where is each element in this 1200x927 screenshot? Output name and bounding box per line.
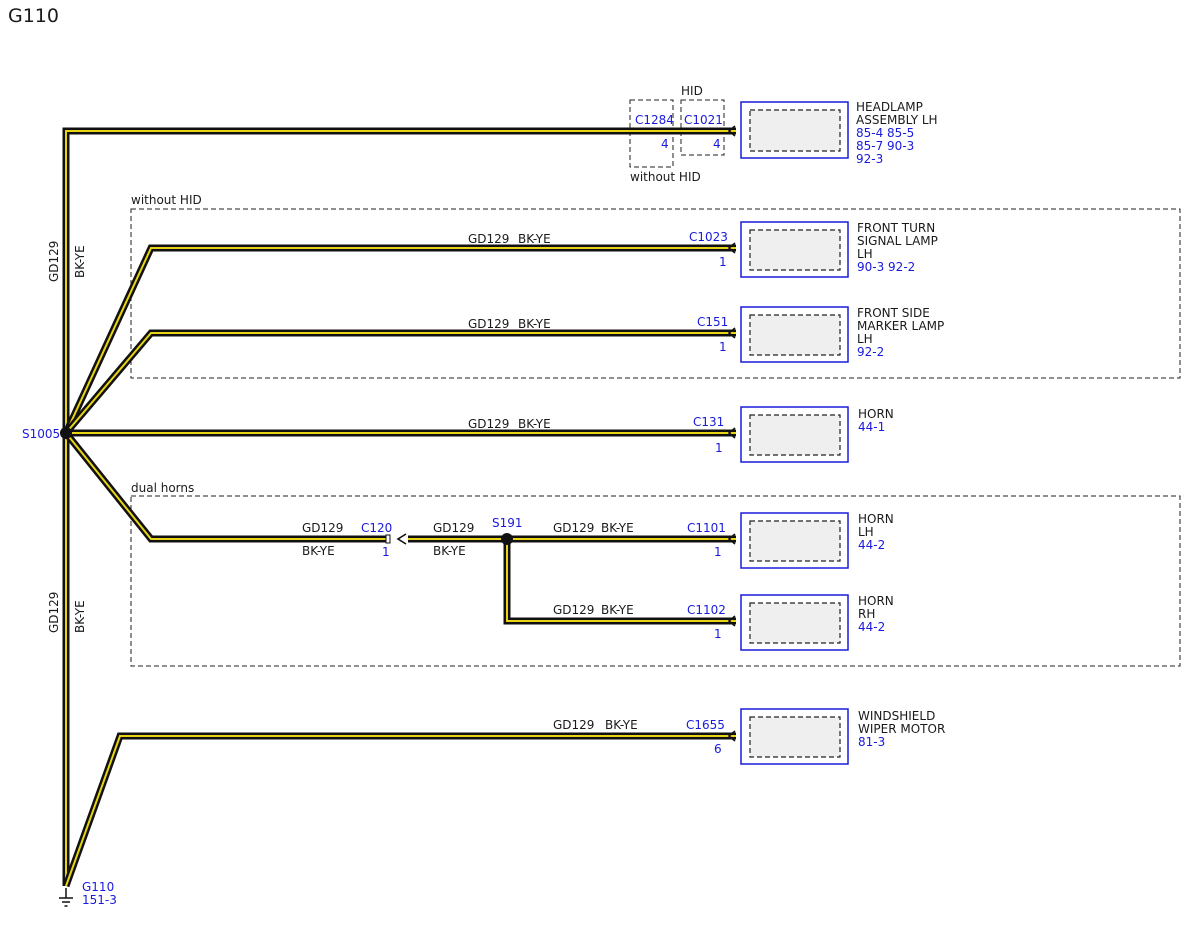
component-connector-id: C1023 <box>689 230 728 244</box>
wire-label-wiper-circuit: GD129 <box>553 718 594 732</box>
component-horn-lh: C1101 1 HORN LH 44-2 <box>687 512 894 569</box>
component-name-line: RH <box>858 607 875 621</box>
connector-chevron-icon <box>727 427 736 439</box>
component-ref: 90-3 92-2 <box>857 260 915 274</box>
connector-chevron-icon <box>727 242 736 254</box>
component-name-line: LH <box>857 332 873 346</box>
connector-chevron-icon <box>385 533 407 545</box>
component-connector-pin: 1 <box>719 255 727 269</box>
component-name-line: FRONT SIDE <box>857 306 930 320</box>
component-ref: 44-2 <box>858 538 885 552</box>
ground-ref: 151-3 <box>82 893 117 907</box>
wire-label-hornrh-color: BK-YE <box>601 603 634 617</box>
wire-label-marker-color: BK-YE <box>518 317 551 331</box>
component-ref: 85-7 90-3 <box>856 139 914 153</box>
without-hid-label: without HID <box>131 193 202 207</box>
vertical-color-label-upper: BK-YE <box>73 245 87 278</box>
component-name-line: WIPER MOTOR <box>858 722 945 736</box>
connector-chevron-icon <box>727 615 736 627</box>
component-name-line: ASSEMBLY LH <box>856 113 938 127</box>
wire-label-feed-color: BK-YE <box>302 544 335 558</box>
component-horn-rh: C1102 1 HORN RH 44-2 <box>687 594 894 651</box>
without-hid-connector-label: without HID <box>630 170 701 184</box>
connector-pin-c1284: 4 <box>661 137 669 151</box>
component-connector-id: C151 <box>697 315 728 329</box>
connector-label-c1284: C1284 <box>635 113 674 127</box>
ground-symbol-icon <box>59 888 73 907</box>
splice-dot-icon <box>501 533 513 545</box>
wire-headlamp <box>62 127 736 886</box>
connector-chevron-icon <box>727 125 736 137</box>
component-name-line: HORN <box>858 407 894 421</box>
wire-label-wiper-color: BK-YE <box>605 718 638 732</box>
connector-pin-c120: 1 <box>382 545 390 559</box>
wire-horn-rh <box>503 539 736 625</box>
splice-dot-icon <box>60 427 72 439</box>
component-front-side-marker: C151 1 FRONT SIDE MARKER LAMP LH 92-2 <box>697 306 944 363</box>
component-name-line: SIGNAL LAMP <box>857 234 938 248</box>
component-connector-pin: 1 <box>714 627 722 641</box>
component-front-turn-signal: C1023 1 FRONT TURN SIGNAL LAMP LH 90-3 9… <box>689 221 938 278</box>
component-connector-id: C1101 <box>687 521 726 535</box>
component-name-line: HORN <box>858 594 894 608</box>
connector-chevron-icon <box>727 533 736 545</box>
without-hid-option-box <box>130 208 1181 379</box>
wire-label-hornrh-circuit: GD129 <box>553 603 594 617</box>
splice-label-s191: S191 <box>492 516 523 530</box>
wire-label-marker-circuit: GD129 <box>468 317 509 331</box>
vertical-color-label-lower: BK-YE <box>73 600 87 633</box>
connector-chevron-icon <box>727 327 736 339</box>
component-horn: C131 1 HORN 44-1 <box>693 406 894 463</box>
connector-pin-c1021: 4 <box>713 137 721 151</box>
component-ref: 92-3 <box>856 152 883 166</box>
component-windshield-wiper-motor: C1655 6 WINDSHIELD WIPER MOTOR 81-3 <box>686 708 945 765</box>
vertical-circuit-label-upper: GD129 <box>47 241 61 282</box>
component-connector-id: C1655 <box>686 718 725 732</box>
component-name-line: MARKER LAMP <box>857 319 944 333</box>
ground-label: G110 <box>82 880 114 894</box>
component-headlamp-assembly: HEADLAMP ASSEMBLY LH 85-4 85-5 85-7 90-3… <box>727 100 938 166</box>
wire-dual-horn-feed <box>63 430 386 543</box>
component-name-line: FRONT TURN <box>857 221 935 235</box>
hid-label: HID <box>681 84 703 98</box>
connector-chevron-icon <box>727 730 736 742</box>
wire-front-turn <box>62 244 736 435</box>
component-connector-id: C1102 <box>687 603 726 617</box>
component-ref: 44-1 <box>858 420 885 434</box>
component-name-line: LH <box>857 247 873 261</box>
component-name-line: HEADLAMP <box>856 100 923 114</box>
component-ref: 81-3 <box>858 735 885 749</box>
wire-label-mid-color: BK-YE <box>433 544 466 558</box>
wire-label-turn-circuit: GD129 <box>468 232 509 246</box>
wire-group <box>62 127 736 888</box>
wire-label-mid-circuit: GD129 <box>433 521 474 535</box>
vertical-circuit-label-lower: GD129 <box>47 592 61 633</box>
wire-label-feed-circuit: GD129 <box>302 521 343 535</box>
component-connector-pin: 1 <box>719 340 727 354</box>
dual-horns-label: dual horns <box>131 481 194 495</box>
component-connector-pin: 1 <box>715 441 723 455</box>
wire-label-horn-color: BK-YE <box>518 417 551 431</box>
wire-label-hornlh-circuit: GD129 <box>553 521 594 535</box>
wire-label-turn-color: BK-YE <box>518 232 551 246</box>
connector-label-c1021: C1021 <box>684 113 723 127</box>
wire-label-horn-circuit: GD129 <box>468 417 509 431</box>
component-name-line: LH <box>858 525 874 539</box>
connector-label-c120: C120 <box>361 521 392 535</box>
component-ref: 44-2 <box>858 620 885 634</box>
component-connector-pin: 1 <box>714 545 722 559</box>
component-ref: 92-2 <box>857 345 884 359</box>
splice-label-s1005: S1005 <box>22 427 60 441</box>
wire-label-hornlh-color: BK-YE <box>601 521 634 535</box>
wire-wiper <box>62 732 736 888</box>
wire-side-marker <box>63 329 736 436</box>
component-connector-pin: 6 <box>714 742 722 756</box>
component-connector-id: C131 <box>693 415 724 429</box>
page-title: G110 <box>8 5 59 27</box>
component-ref: 85-4 85-5 <box>856 126 914 140</box>
component-name-line: HORN <box>858 512 894 526</box>
dual-horns-option-box <box>130 495 1181 667</box>
component-name-line: WINDSHIELD <box>858 709 935 723</box>
